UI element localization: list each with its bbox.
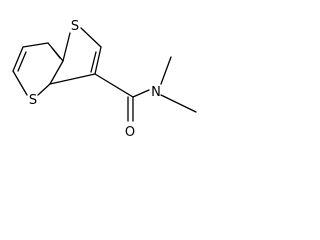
bond-c6-c6a — [49, 73, 96, 85]
atom-labels: S S N O — [29, 19, 161, 140]
bond-c5-c6-inner — [90, 51, 97, 73]
bond-c3-c3a-inner — [51, 47, 61, 59]
bond-c1-c2-inner — [17, 51, 27, 72]
bond-n-methyl-top — [160, 56, 172, 85]
chemical-structure: S S N O — [12, 19, 197, 140]
sulfur-atom-top: S — [71, 19, 79, 34]
bond-c6-carbonyl — [94, 73, 134, 98]
bond-n-methyl-right — [160, 94, 197, 113]
sulfur-atom-bottom: S — [29, 93, 37, 108]
bond-c3a-c6a — [49, 60, 64, 85]
bond-s-top-c5 — [80, 27, 102, 48]
bond-c3a-s-top — [62, 32, 71, 62]
bond-c6a-s-bottom — [37, 83, 51, 96]
bond-c5-c6 — [94, 46, 102, 75]
nitrogen-atom: N — [151, 85, 161, 100]
bond-carbonyl-n — [132, 89, 150, 98]
bond-s-bottom-c1 — [12, 70, 28, 96]
bond-c1-c2 — [12, 46, 24, 72]
bond-c2-c3 — [22, 42, 49, 48]
bond-lines — [12, 27, 197, 122]
oxygen-atom: O — [125, 125, 135, 140]
